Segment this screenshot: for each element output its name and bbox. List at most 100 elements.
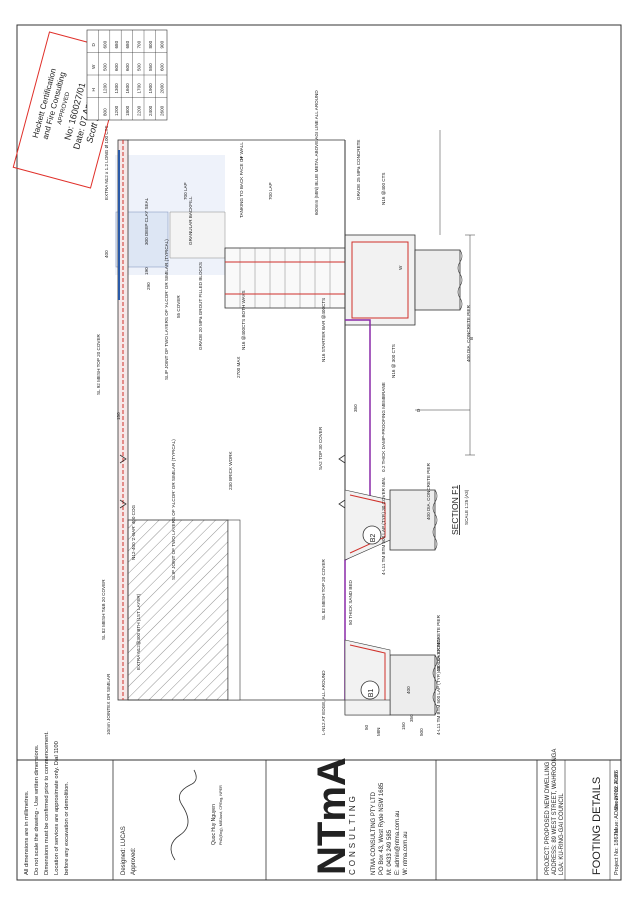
company-po: PO Box 43, West Ryde NSW 1685 xyxy=(379,782,385,875)
table-cell: 2400 xyxy=(148,105,153,116)
label-n16-300: N16 @ 300 CTS xyxy=(391,344,396,378)
table-cell: 500 xyxy=(137,63,142,71)
label-dim-400: 400 xyxy=(104,250,109,258)
project-name: PROJECT: PROPOSED NEW DWELLING xyxy=(545,761,551,875)
label-damp: 0.2 THICK DAMP-PROOFING MEMBRANE xyxy=(381,382,386,472)
label-granular: GRANULAR BACKFILL xyxy=(188,196,193,245)
label-geo-mem: 600mm (MIN) BLUE METAL ABOVE AGI LINE AL… xyxy=(314,90,319,215)
table-cell: 1200 xyxy=(102,83,107,94)
label-n16-both: N16 @400CTS BOTH WAYS xyxy=(241,290,246,350)
table-header: H xyxy=(91,88,96,91)
table-cell: 680 xyxy=(114,40,119,48)
marker-b2-label: B2 xyxy=(370,534,377,543)
label-l11-tm2: 4-L11 TM BTM 500 LAP (TYP.) 30 COVER MIN… xyxy=(436,637,441,735)
label-jointex: 10mm JOINTEX OR SIMILAR xyxy=(106,673,111,735)
table-cell: 2000 xyxy=(159,83,164,94)
label-slip-joint-mid: SLIP JOINT OF TWO LAYERS OF 'ALCOR' OR S… xyxy=(171,439,176,580)
label-brick: 230 BRICK WORK xyxy=(228,451,233,490)
label-pier-mid: 400 DIA. CONCRETE PIER xyxy=(426,462,431,520)
label-dim-b: B xyxy=(469,337,474,340)
label-sand-bed: 50 THICK SAND BED xyxy=(348,579,353,625)
company-logo: NTmA xyxy=(310,757,354,875)
label-n12-zbar: N12-400 'Z-BAR' 400 COG xyxy=(131,504,136,560)
label-dim-150b: 150 xyxy=(401,722,406,730)
section-scale: SCALE 1:25 (A3) xyxy=(464,489,469,525)
label-n16-400: N16 @400 CTS xyxy=(381,173,386,206)
table-cell: 600 xyxy=(102,40,107,48)
table-cell: 600 xyxy=(114,63,119,71)
table-cell: 2200 xyxy=(137,105,142,116)
label-grout-blocks: GRADE 20 MPa GROUT FILLED BLOCKS xyxy=(198,262,203,350)
designer-block: Designed: LUCAS Approved: Quoc Huy Nguye… xyxy=(121,769,223,875)
label-dim-h: H xyxy=(239,157,244,160)
company-name: NTMA CONSULTING PTY LTD xyxy=(371,791,377,875)
label-sa2: SA2 TOP 30 COVER xyxy=(318,426,323,470)
engineer-creds: PhD(Eng), MIEAust, CPEng, NPER xyxy=(219,785,223,845)
label-dim-350a: 350 xyxy=(353,404,358,412)
table-header: D xyxy=(91,43,96,47)
label-dim-min: MIN xyxy=(376,728,381,736)
table-cell: 600 xyxy=(125,63,130,71)
label-extra-n12: EXTRA N12 x 1.2 LONG Ø 100 CTS xyxy=(104,125,109,200)
company-email: E: admin@ntma.com.au xyxy=(395,811,401,875)
label-dim-190: 190 xyxy=(144,267,149,275)
table-cell: 1700 xyxy=(137,83,142,94)
company-mobile: M: 0433 249 585 xyxy=(387,829,393,875)
table-cell: 800 xyxy=(102,108,107,116)
approved-by: Approved: xyxy=(131,847,137,875)
table-cell: 2600 xyxy=(159,105,164,116)
label-dim-150a: 150 xyxy=(116,412,121,420)
label-sl82-a: SL 82 MESH TOP 20 COVER xyxy=(321,558,326,620)
table-cell: 500 xyxy=(102,63,107,71)
label-cover55: 55 COVER xyxy=(176,295,181,318)
project-issue: Issue: A xyxy=(614,815,620,835)
note-4: Location of services are approximate onl… xyxy=(54,741,60,875)
table-cell: 1300 xyxy=(114,83,119,94)
label-lap-a: 700 LAP xyxy=(183,182,188,200)
designed-by: Designed: LUCAS xyxy=(121,826,127,875)
table-cell: 800 xyxy=(148,40,153,48)
label-dim-d: D xyxy=(416,408,421,412)
pier-right xyxy=(414,249,461,311)
sheet-border xyxy=(16,24,622,881)
label-dim-50: 50 xyxy=(364,724,369,730)
project-date: Date: 24.02.2016 xyxy=(614,772,620,815)
label-dim-w: W xyxy=(398,265,403,270)
table-cell: 680 xyxy=(125,40,130,48)
project-address: ADDRESS: 89 WEST STREET, WAHROONGA xyxy=(552,749,558,875)
table-cell: 1200 xyxy=(114,105,119,116)
engineer-signature xyxy=(170,769,197,861)
notes-block: All dimensions are in millimetres. Do no… xyxy=(24,731,70,875)
marker-b2 xyxy=(362,525,382,545)
label-n12-edge: L-N12 AT EDGE, ALL AROUND xyxy=(321,670,326,735)
label-slip-joint-top: SLIP JOINT OF TWO LAYERS OF 'ALCOR' OR S… xyxy=(164,239,169,380)
section-drawing: B2 B1 xyxy=(115,130,475,716)
label-sl92: SL 92 MESH TOP 20 COVER xyxy=(96,333,101,395)
label-tanking: TANKING TO BACK FACE OF WALL xyxy=(239,142,244,218)
company-consulting: CONSULTING xyxy=(348,793,357,875)
note-1: All dimensions are in millimetres. xyxy=(24,790,30,875)
table-cell: 1800 xyxy=(125,105,130,116)
marker-b1-label: B1 xyxy=(368,689,375,698)
label-pier-right: 400 DIA. CONCRETE PIER xyxy=(466,304,471,362)
label-l11-tm: 4-L11 TM BTM 500 LAP (TYP.) 30 COVER MIN… xyxy=(381,477,386,575)
table-cell: 600 xyxy=(159,63,164,71)
company-web: W: ntma.com.au xyxy=(403,831,409,875)
drawing-title: FOOTING DETAILS xyxy=(591,777,603,875)
note-2: Do not scale the drawing - Use written d… xyxy=(34,744,40,875)
pier-mid xyxy=(389,489,436,551)
footing-schedule: HWD8001200500600120013006006801800160060… xyxy=(86,29,168,121)
pier-left xyxy=(389,654,436,716)
project-number: Project No: 1867M xyxy=(614,828,620,875)
label-extra-n12-300: EXTRA N12@300 BTH (1ST LAYER) xyxy=(136,593,141,670)
label-dim-2700: 2700 MAX xyxy=(236,357,241,378)
label-pier-left: 400 DIA. CONCRETE PIER xyxy=(436,614,441,672)
table-cell: 1900 xyxy=(148,83,153,94)
project-block: PROJECT: PROPOSED NEW DWELLING ADDRESS: … xyxy=(545,749,620,880)
table-header: W xyxy=(91,64,96,69)
table-cell: 900 xyxy=(159,40,164,48)
label-dim-400b: 400 xyxy=(406,686,411,694)
table-cell: 550 xyxy=(148,63,153,71)
marker-b1 xyxy=(360,680,380,700)
